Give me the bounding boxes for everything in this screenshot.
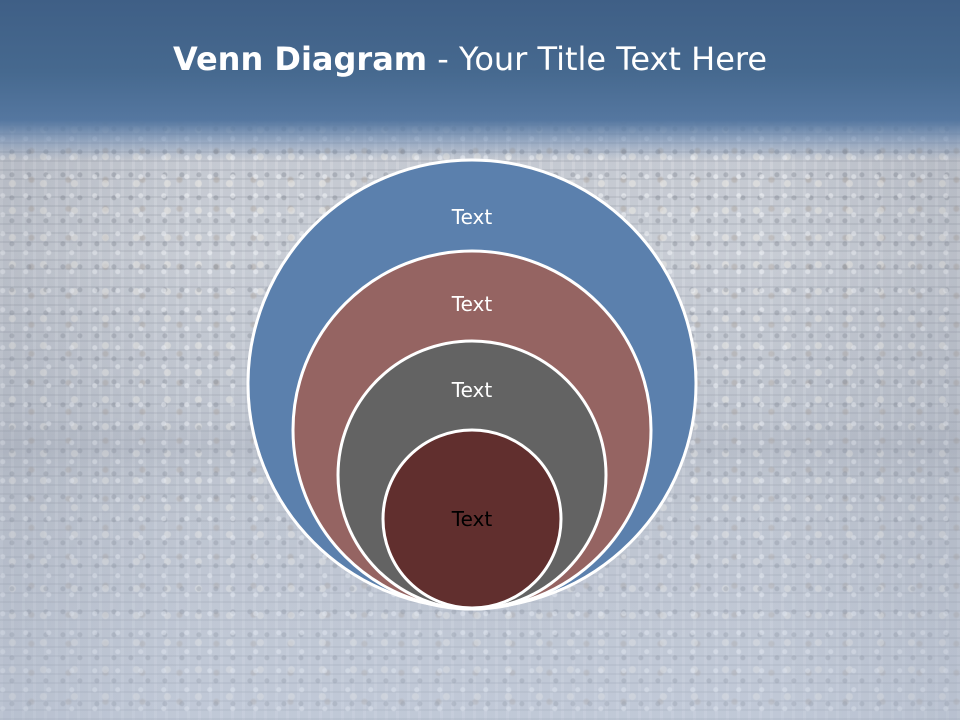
circle-4-label: Text: [451, 507, 493, 531]
circle-3-label: Text: [451, 378, 493, 402]
circle-2-label: Text: [451, 292, 493, 316]
slide-title-rest: - Your Title Text Here: [427, 40, 768, 78]
circle-4-shape: [381, 428, 563, 610]
title-band: [0, 0, 960, 160]
slide-title-bold: Venn Diagram: [172, 40, 428, 78]
circle-4: Text: [381, 428, 563, 610]
circle-1-label: Text: [451, 205, 493, 229]
slide-title: Venn Diagram - Your Title Text Here: [0, 40, 940, 78]
